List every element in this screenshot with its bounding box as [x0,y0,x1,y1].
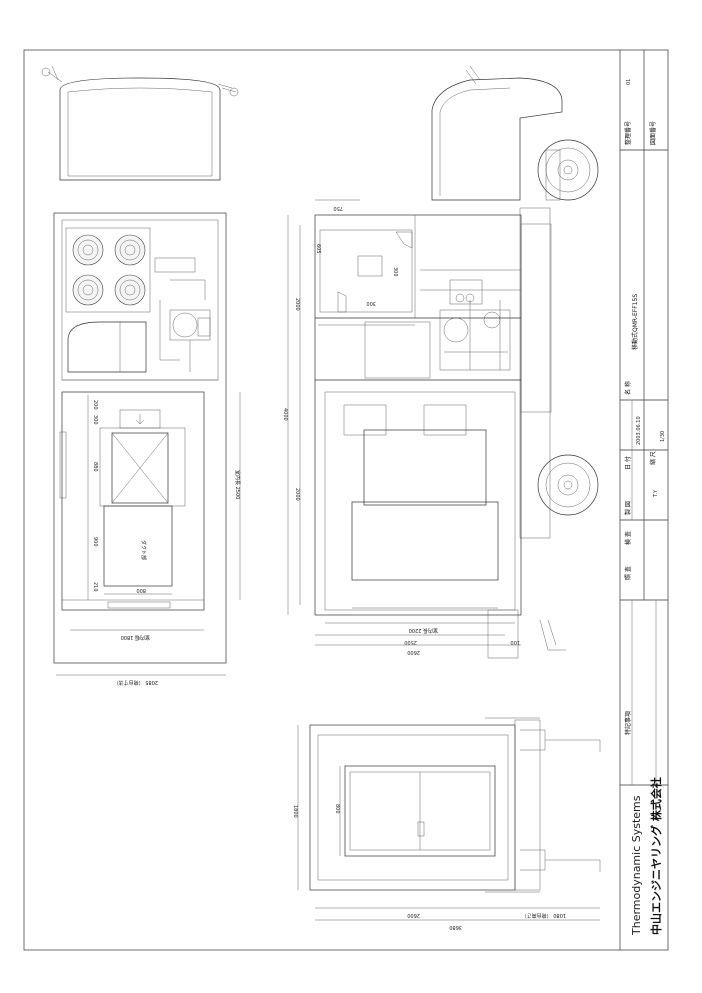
dim-plan-inner-width: 室内幅 1800 [121,634,150,641]
sheet-border [23,49,669,951]
company-jp: 中山エンジニヤリング 株式会社 [649,777,663,935]
rear-wheel [537,454,599,516]
dim-side-300b: 300 [366,300,376,306]
dim-plan-210: 210 [92,582,98,592]
dim-side-inner-length: 室内長 2200 [409,627,438,634]
fan-grille-1 [72,234,104,266]
dim-plan-inner-length: 室内長 2500 [234,470,241,499]
meisho-label: 名 称 [624,381,632,395]
meisho-value: 移動式QMR-EFF15S [631,294,639,350]
shakudo-value: 1/30 [660,431,666,442]
dim-plan-880: 880 [92,462,98,472]
dim-plan-300: 300 [92,415,98,425]
dim-rear-800: 800 [334,804,340,814]
seizu-value: T.Y [653,489,659,498]
dim-plan-800: 800 [136,587,146,593]
hizuke-value: 2003.06.10 [636,416,642,445]
dim-side-750: 750 [333,205,343,211]
tokki-label: 特記事項 [624,711,632,735]
dim-plan-outer-width: 2085 （荷台寸法） [114,679,158,686]
duct-label: ダクト部 [140,540,147,560]
zumen-label: 図面番号 [650,121,657,145]
front-wheel [537,139,599,201]
title-block: 整理番号 01 図面番号 名 称 移動式QMR-EFF15S 日 付 2003.… [619,50,668,950]
rear-view: 1800 800 2600 1080 （荷台高さ） 3680 [292,717,601,930]
shonin-label: 照 査 [624,566,632,580]
dim-rear-1800: 1800 [292,805,298,818]
shakudo-label: 縮 尺 [649,451,657,465]
seiri-label: 整理番号 [624,121,632,145]
compressor-unit-plan [154,257,211,372]
dim-side-100: 100 [510,639,520,645]
dim-side-2600: 2600 [407,649,420,655]
dim-side-2500: 2500 [404,639,417,645]
company-en: Thermodynamic Systems [630,795,643,936]
fan-grille-4 [114,274,146,306]
compressor-unit-side [439,279,511,371]
dim-side-4000: 4000 [282,408,288,421]
hizuke-label: 日 付 [624,456,632,470]
dim-rear-1080: 1080 （荷台高さ） [522,912,566,919]
plan-view: ダクト部 200 300 880 900 210 800 室内幅 1800 室内… [41,65,241,686]
dim-plan-900: 900 [92,537,98,547]
seizu-label: 製 図 [624,501,632,515]
dim-rear-2600: 2600 [407,912,420,918]
dim-rear-3680: 3680 [449,924,462,930]
side-view: 750 605 300 300 2000 2000 4000 室内長 2200 … [282,65,599,659]
fan-grille-3 [72,274,104,306]
dim-side-605: 605 [315,244,321,254]
dim-side-2000a: 2000 [294,298,300,311]
dim-plan-200: 200 [92,400,98,410]
kento-label: 検 査 [624,531,632,545]
dim-side-300a: 300 [392,267,398,277]
seiri-value: 01 [626,79,632,85]
fan-grille-2 [114,234,146,266]
dim-side-2000b: 2000 [294,488,300,501]
